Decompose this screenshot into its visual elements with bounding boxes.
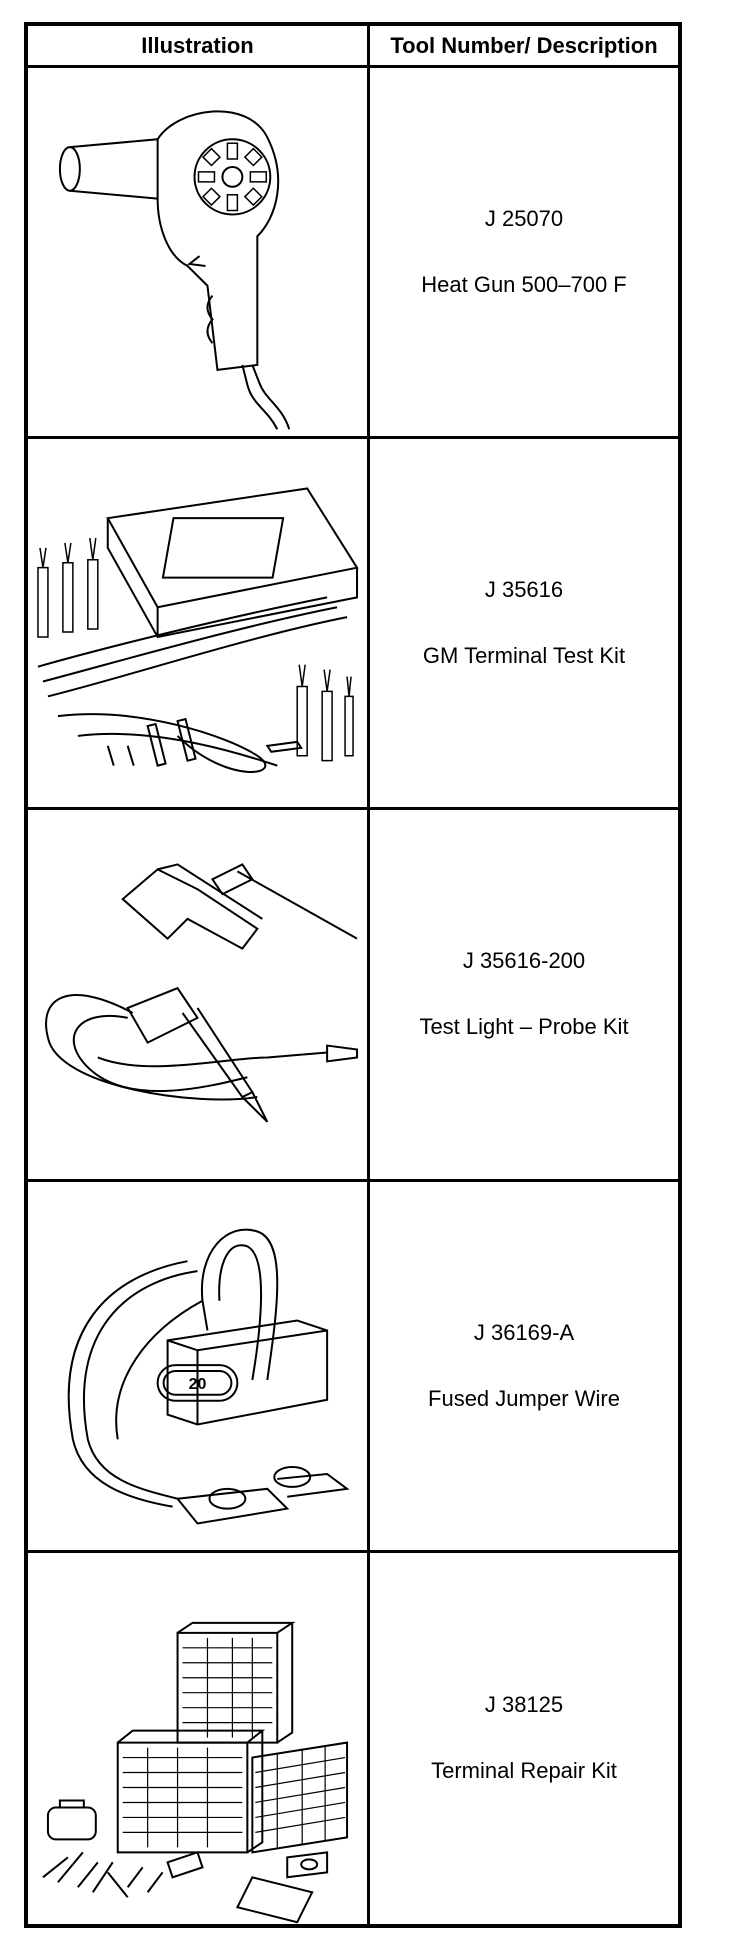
test-light-probe-icon xyxy=(28,810,367,1178)
tool-description: Terminal Repair Kit xyxy=(431,1758,617,1784)
description-cell: J 35616-200 Test Light – Probe Kit xyxy=(370,810,678,1182)
illustration-cell xyxy=(28,1552,370,1924)
description-cell: J 35616 GM Terminal Test Kit xyxy=(370,439,678,811)
fused-jumper-wire-icon: 20 xyxy=(28,1182,367,1550)
header-illustration: Illustration xyxy=(28,26,370,68)
terminal-repair-kit-icon xyxy=(28,1553,367,1924)
tool-number: J 25070 xyxy=(484,206,564,232)
description-cell: J 38125 Terminal Repair Kit xyxy=(370,1553,678,1924)
illustration-cell: 20 xyxy=(28,1181,370,1553)
tool-description: Test Light – Probe Kit xyxy=(419,1014,629,1040)
tool-description: Heat Gun 500–700 F xyxy=(421,272,627,298)
terminal-test-kit-icon xyxy=(28,439,367,807)
fuse-rating-label: 20 xyxy=(189,1376,207,1393)
heat-gun-icon xyxy=(28,68,367,436)
tool-number: J 35616-200 xyxy=(462,948,586,974)
tool-description: Fused Jumper Wire xyxy=(428,1385,620,1411)
tool-description: GM Terminal Test Kit xyxy=(422,643,626,669)
illustration-cell xyxy=(28,68,370,440)
description-cell: J 25070 Heat Gun 500–700 F xyxy=(370,68,678,440)
illustration-cell xyxy=(28,439,370,811)
tool-number: J 38125 xyxy=(484,1692,564,1718)
tool-table: Illustration Tool Number/ Description xyxy=(24,22,682,1928)
header-tool-number-description: Tool Number/ Description xyxy=(370,26,678,68)
tool-number: J 36169-A xyxy=(473,1319,575,1345)
illustration-cell xyxy=(28,810,370,1182)
tool-number: J 35616 xyxy=(484,577,564,603)
description-cell: J 36169-A Fused Jumper Wire xyxy=(370,1182,678,1553)
